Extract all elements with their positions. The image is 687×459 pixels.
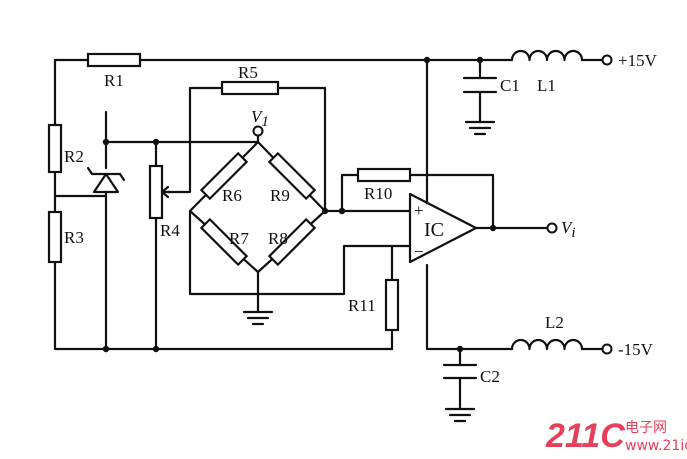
resistor-r3 bbox=[47, 210, 63, 264]
label-v1-sub: 1 bbox=[261, 114, 269, 130]
label-r11: R11 bbox=[348, 296, 376, 315]
label-vout: Vi bbox=[561, 218, 576, 241]
label-r6: R6 bbox=[222, 186, 242, 205]
resistor-r10 bbox=[356, 167, 412, 183]
resistor-r9 bbox=[267, 151, 317, 201]
label-r1: R1 bbox=[104, 71, 124, 90]
label-ic: IC bbox=[424, 219, 444, 241]
inductor-l1 bbox=[510, 49, 584, 62]
label-vout-sub: i bbox=[571, 225, 575, 241]
label-r7: R7 bbox=[229, 229, 249, 248]
label-r8: R8 bbox=[268, 229, 288, 248]
label-r5: R5 bbox=[238, 63, 258, 82]
terminals bbox=[252, 54, 613, 355]
watermark-sub: 电子网 bbox=[625, 420, 667, 436]
capacitor-c2 bbox=[442, 363, 478, 380]
label-r4: R4 bbox=[160, 221, 180, 240]
inductor-l2 bbox=[510, 338, 584, 351]
ground-symbol-c1 bbox=[464, 120, 496, 136]
wires bbox=[53, 58, 606, 411]
bridge-resistors bbox=[188, 140, 327, 274]
label-r3: R3 bbox=[64, 228, 84, 247]
watermark-logo: 211C 电子网 www.21ic.com bbox=[545, 417, 687, 455]
label-v1-main: V bbox=[251, 107, 264, 126]
potentiometer-r4 bbox=[148, 164, 174, 220]
ground-symbol-bridge bbox=[242, 310, 274, 326]
watermark-url: www.21ic.com bbox=[625, 438, 687, 454]
resistor-r2 bbox=[47, 123, 63, 174]
junction-dots bbox=[102, 56, 497, 353]
label-vout-main: V bbox=[561, 218, 574, 237]
label-v1: V1 bbox=[251, 107, 269, 130]
ground-symbol-c2 bbox=[444, 407, 476, 423]
op-amp-ic bbox=[408, 192, 478, 264]
capacitor-c1 bbox=[462, 76, 498, 94]
label-c1: C1 bbox=[500, 76, 520, 95]
label-r10: R10 bbox=[364, 184, 392, 203]
resistor-r8 bbox=[267, 217, 317, 267]
label-r2: R2 bbox=[64, 147, 84, 166]
opamp-minus-sign: − bbox=[414, 242, 424, 261]
label-r9: R9 bbox=[270, 186, 290, 205]
label-c2: C2 bbox=[480, 367, 500, 386]
watermark-main: 211C bbox=[545, 417, 625, 455]
label-l1: L1 bbox=[537, 76, 556, 95]
resistor-r1 bbox=[86, 52, 142, 68]
resistor-r7 bbox=[199, 217, 249, 267]
zener-diode bbox=[86, 166, 126, 194]
label-minus-15v: -15V bbox=[618, 340, 654, 359]
resistor-r11 bbox=[384, 278, 400, 332]
label-plus-15v: +15V bbox=[618, 51, 658, 70]
resistor-r6 bbox=[199, 151, 249, 201]
resistor-r5 bbox=[220, 80, 280, 96]
opamp-plus-sign: + bbox=[414, 201, 424, 220]
label-l2: L2 bbox=[545, 313, 564, 332]
